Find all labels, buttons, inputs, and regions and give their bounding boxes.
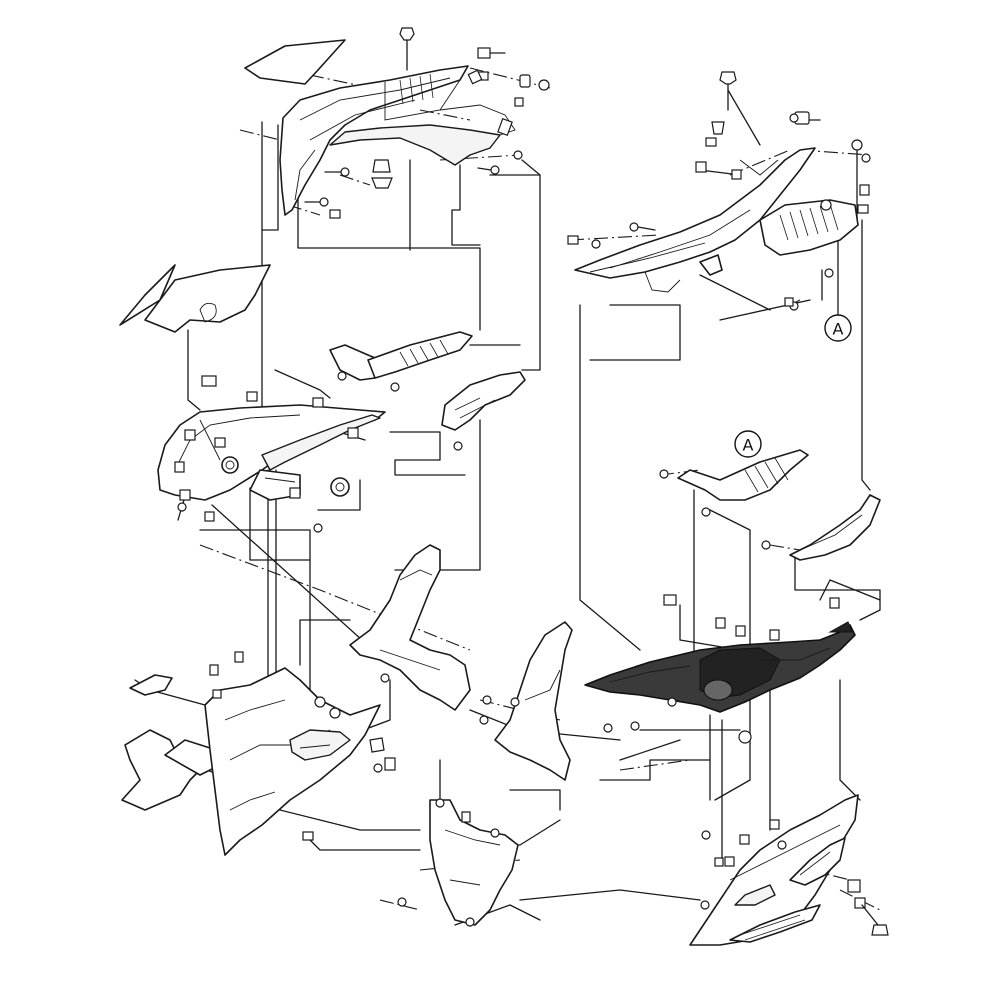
fasteners	[174, 27, 889, 936]
left-lower-cowl	[204, 667, 381, 856]
right-lower-cowl	[689, 794, 859, 946]
callout-label: A	[833, 320, 844, 339]
callout-a-upper: A	[824, 314, 852, 342]
bolt-group-left-mid	[174, 371, 463, 533]
callout-label: A	[743, 436, 754, 455]
right-mid-brackets	[677, 449, 881, 561]
upper-right-side-fairing	[574, 147, 859, 293]
bolt-group-upper-left	[304, 27, 550, 219]
callout-circle	[824, 314, 852, 342]
callout-circle	[734, 430, 762, 458]
decals	[119, 39, 346, 811]
callout-a-lower: A	[734, 430, 762, 458]
center-inner-panels	[349, 544, 573, 926]
upper-left-side-fairing	[279, 65, 516, 216]
right-lower-dark-panel	[584, 621, 856, 713]
bolt-group-lower-right	[603, 469, 889, 936]
left-mid-cowl-assembly	[157, 331, 526, 501]
bolt-group-lower-left	[209, 651, 520, 927]
bolt-group-upper-right	[567, 71, 871, 311]
